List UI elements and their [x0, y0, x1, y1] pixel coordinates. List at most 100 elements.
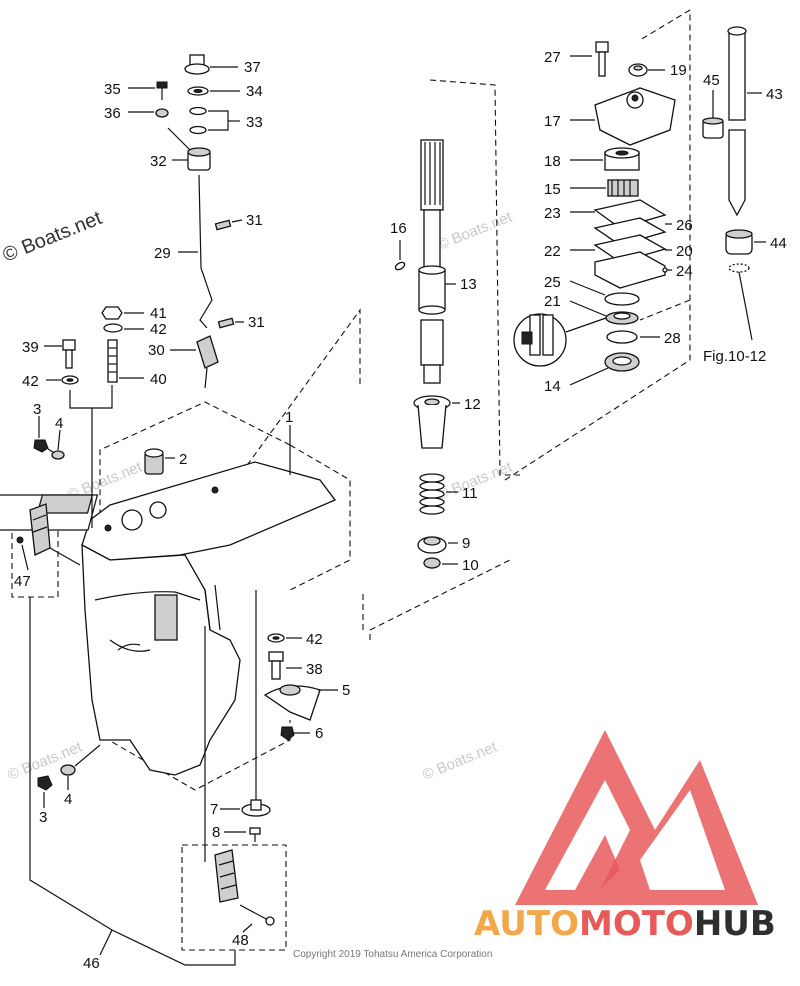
svg-text:47: 47: [14, 573, 31, 590]
svg-text:31: 31: [248, 314, 265, 331]
svg-text:5: 5: [342, 682, 350, 699]
watermark-faint-5: © Boats.net: [420, 738, 500, 784]
part-31-lower: 31: [217, 314, 265, 331]
part-42-left: 42: [22, 373, 79, 390]
svg-text:3: 3: [39, 809, 47, 826]
svg-text:30: 30: [148, 342, 165, 359]
group-48-outline: [181, 844, 287, 951]
part-44: 44: [725, 229, 787, 341]
part-42-upper: 42: [103, 321, 167, 338]
part-3-upper: 3: [33, 401, 57, 455]
svg-text:15: 15: [544, 181, 561, 198]
svg-text:46: 46: [83, 955, 100, 972]
part-12: 12: [413, 395, 481, 449]
svg-text:24: 24: [676, 263, 693, 280]
part-2: 2: [144, 448, 187, 475]
svg-text:41: 41: [150, 305, 167, 322]
svg-text:© Boats.net: © Boats.net: [420, 738, 500, 784]
svg-text:37: 37: [244, 59, 261, 76]
svg-text:1: 1: [285, 409, 293, 426]
gear-case-housing: [0, 461, 337, 776]
detail-inset: [513, 313, 607, 367]
part-4-upper: 4: [51, 415, 65, 460]
part-39: 39: [22, 339, 76, 369]
svg-text:35: 35: [104, 81, 121, 98]
part-22: 22: [544, 234, 667, 263]
svg-text:42: 42: [150, 321, 167, 338]
part-19: 19: [628, 62, 687, 79]
svg-text:3: 3: [33, 401, 41, 418]
svg-text:9: 9: [462, 535, 470, 552]
svg-text:14: 14: [544, 378, 561, 395]
svg-text:44: 44: [770, 235, 787, 252]
part-33: 33: [189, 106, 263, 135]
svg-text:43: 43: [766, 86, 783, 103]
watermark-main: © Boats.net: [0, 207, 105, 267]
part-37: 37: [184, 54, 261, 76]
part-35: 35: [104, 81, 168, 100]
part-42-right: 42: [267, 631, 323, 648]
part-26: 26: [593, 217, 693, 246]
figure-reference: Fig.10-12: [703, 348, 766, 365]
svg-text:18: 18: [544, 153, 561, 170]
part-11-spring: 11: [419, 473, 478, 515]
part-8: 8: [212, 824, 261, 842]
svg-text:7: 7: [210, 801, 218, 818]
svg-text:11: 11: [462, 485, 478, 502]
svg-text:10: 10: [462, 557, 479, 574]
part-16: 16: [390, 220, 407, 271]
watermark-main-text: © Boats.net: [0, 207, 105, 267]
svg-text:12: 12: [464, 396, 481, 413]
svg-text:31: 31: [246, 212, 263, 229]
part-48-anode: 48: [214, 849, 275, 949]
svg-text:16: 16: [390, 220, 407, 237]
part-45: 45: [702, 72, 724, 139]
part-3-lower: 3: [37, 775, 53, 826]
svg-text:2: 2: [179, 451, 187, 468]
part-5-trim-tab: 5: [263, 682, 350, 721]
svg-text:AUTOMOTOHUB: AUTOMOTOHUB: [474, 904, 776, 944]
svg-text:6: 6: [315, 725, 323, 742]
svg-text:27: 27: [544, 49, 561, 66]
svg-text:42: 42: [306, 631, 323, 648]
part-20-plate: 20: [594, 243, 693, 289]
logo-hub: HUB: [694, 904, 776, 944]
svg-text:45: 45: [703, 72, 720, 89]
part-17-pump-housing: 17: [544, 87, 676, 146]
part-13-driveshaft: 13: [418, 139, 477, 384]
part-15-impeller: 15: [544, 179, 639, 198]
part-38: 38: [268, 651, 323, 680]
driveshaft-group-outline: [199, 308, 361, 531]
svg-text:26: 26: [676, 217, 693, 234]
svg-text:28: 28: [664, 330, 681, 347]
callout-1: 1: [285, 409, 293, 475]
part-28: 28: [606, 330, 681, 347]
svg-text:23: 23: [544, 205, 561, 222]
part-14-bearing: 14: [544, 352, 640, 395]
part-43-water-tube: 43: [727, 26, 783, 217]
part-7: 7: [210, 799, 271, 818]
svg-text:13: 13: [460, 276, 477, 293]
logo-moto: MOTO: [579, 904, 694, 944]
svg-text:36: 36: [104, 105, 121, 122]
watermark-faint-1: © Boats.net: [435, 208, 515, 254]
part-32: 32: [150, 127, 211, 171]
svg-text:20: 20: [676, 243, 693, 260]
svg-text:22: 22: [544, 243, 561, 260]
part-6: 6: [280, 725, 323, 742]
svg-text:33: 33: [246, 114, 263, 131]
part-24: 24: [662, 263, 693, 280]
part-4-lower: 4: [60, 744, 101, 808]
svg-text:4: 4: [64, 791, 72, 808]
svg-text:48: 48: [232, 932, 249, 949]
svg-text:4: 4: [55, 415, 63, 432]
svg-text:34: 34: [246, 83, 263, 100]
callout-46: 46: [29, 597, 236, 972]
svg-text:19: 19: [670, 62, 687, 79]
part-21: 21: [544, 293, 639, 325]
svg-text:© Boats.net: © Boats.net: [435, 208, 515, 254]
copyright-notice: Copyright 2019 Tohatsu America Corporati…: [293, 949, 492, 960]
svg-text:39: 39: [22, 339, 39, 356]
svg-text:29: 29: [154, 245, 171, 262]
